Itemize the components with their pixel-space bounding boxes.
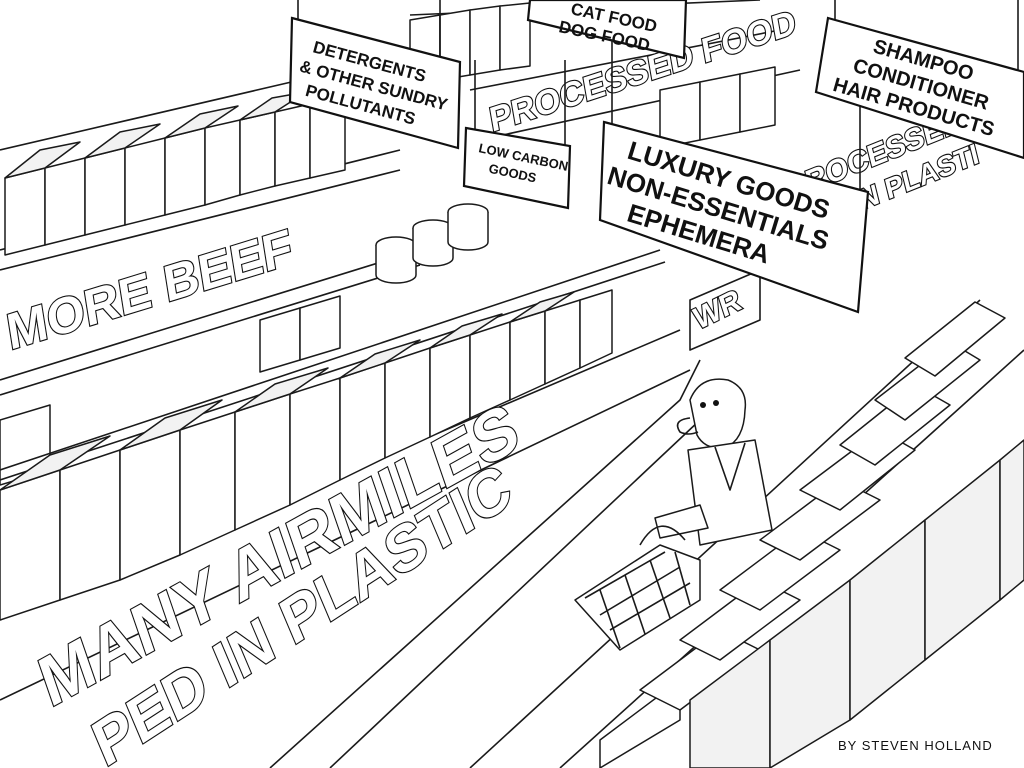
artist-credit: BY STEVEN HOLLAND — [838, 738, 993, 753]
shelf-label-wr: WR — [690, 283, 745, 337]
back-shelf-boxes — [409, 2, 776, 149]
sign-pet-food: CAT FOOD DOG FOOD — [526, 0, 688, 60]
shelf-boxes-top-left — [4, 91, 346, 256]
sign-low-carbon: LOW CARBON GOODS — [462, 60, 572, 210]
cans — [375, 203, 489, 284]
shelf-boxes-right — [599, 301, 1024, 768]
aisle-floor — [269, 359, 701, 768]
shopper-figure — [654, 378, 773, 546]
shelf-boxes-near-left — [0, 289, 613, 621]
right-shelf — [469, 299, 1024, 768]
sign-detergents: DETERGENTS & OTHER SUNDRY POLLUTANTS — [288, 0, 462, 150]
shopping-basket — [574, 525, 701, 651]
